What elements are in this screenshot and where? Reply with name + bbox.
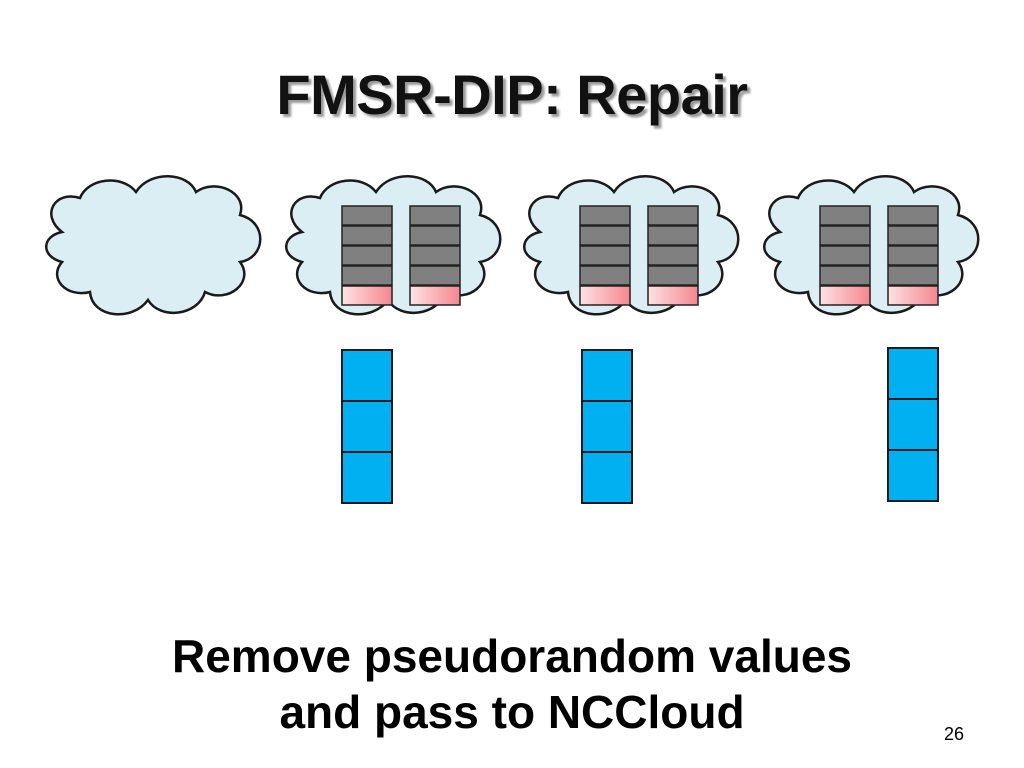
gray-chunk bbox=[887, 245, 939, 266]
gray-chunk bbox=[647, 245, 699, 266]
server-rack-left bbox=[341, 205, 393, 306]
blue-block bbox=[581, 451, 633, 504]
caption-line-1: Remove pseudorandom values bbox=[172, 630, 852, 682]
blue-block bbox=[341, 451, 393, 504]
gray-chunk bbox=[409, 265, 461, 286]
gray-chunk bbox=[887, 265, 939, 286]
blue-block bbox=[341, 349, 393, 402]
gray-chunk bbox=[341, 225, 393, 246]
server-rack-left bbox=[819, 205, 871, 306]
blue-block bbox=[581, 349, 633, 402]
gray-chunk bbox=[819, 225, 871, 246]
server-rack-left bbox=[579, 205, 631, 306]
pink-chunk bbox=[887, 285, 939, 306]
gray-chunk bbox=[887, 205, 939, 226]
gray-chunk bbox=[647, 265, 699, 286]
caption-line-2: and pass to NCCloud bbox=[279, 686, 745, 738]
blue-block bbox=[887, 347, 939, 400]
gray-chunk bbox=[647, 205, 699, 226]
cloud-with-servers-3 bbox=[762, 174, 980, 316]
gray-chunk bbox=[409, 225, 461, 246]
gray-chunk bbox=[579, 225, 631, 246]
cloud-shape bbox=[522, 174, 740, 316]
server-rack-right bbox=[887, 205, 939, 306]
gray-chunk bbox=[341, 205, 393, 226]
gray-chunk bbox=[647, 225, 699, 246]
gray-chunk bbox=[819, 205, 871, 226]
slide-caption: Remove pseudorandom values and pass to N… bbox=[0, 628, 1024, 740]
gray-chunk bbox=[819, 245, 871, 266]
gray-chunk bbox=[341, 245, 393, 266]
blue-block-stack-3 bbox=[887, 347, 939, 502]
pink-chunk bbox=[341, 285, 393, 306]
gray-chunk bbox=[409, 205, 461, 226]
blue-block bbox=[341, 400, 393, 453]
gray-chunk bbox=[579, 205, 631, 226]
page-number: 26 bbox=[943, 724, 964, 744]
gray-chunk bbox=[579, 245, 631, 266]
blue-block bbox=[887, 449, 939, 502]
gray-chunk bbox=[579, 265, 631, 286]
pink-chunk bbox=[409, 285, 461, 306]
pink-chunk bbox=[819, 285, 871, 306]
gray-chunk bbox=[819, 265, 871, 286]
blue-block-stack-2 bbox=[581, 349, 633, 504]
slide-title: FMSR-DIP: Repair bbox=[276, 63, 748, 126]
cloud-shape bbox=[284, 174, 502, 316]
cloud-with-servers-2 bbox=[522, 174, 740, 316]
gray-chunk bbox=[341, 265, 393, 286]
blue-block bbox=[581, 400, 633, 453]
pink-chunk bbox=[647, 285, 699, 306]
cloud-shape bbox=[762, 174, 980, 316]
cloud-with-servers-1 bbox=[284, 174, 502, 316]
pink-chunk bbox=[579, 285, 631, 306]
gray-chunk bbox=[887, 225, 939, 246]
blue-block-stack-1 bbox=[341, 349, 393, 504]
gray-chunk bbox=[409, 245, 461, 266]
empty-cloud bbox=[44, 174, 262, 316]
server-rack-right bbox=[409, 205, 461, 306]
server-rack-right bbox=[647, 205, 699, 306]
blue-block bbox=[887, 398, 939, 451]
